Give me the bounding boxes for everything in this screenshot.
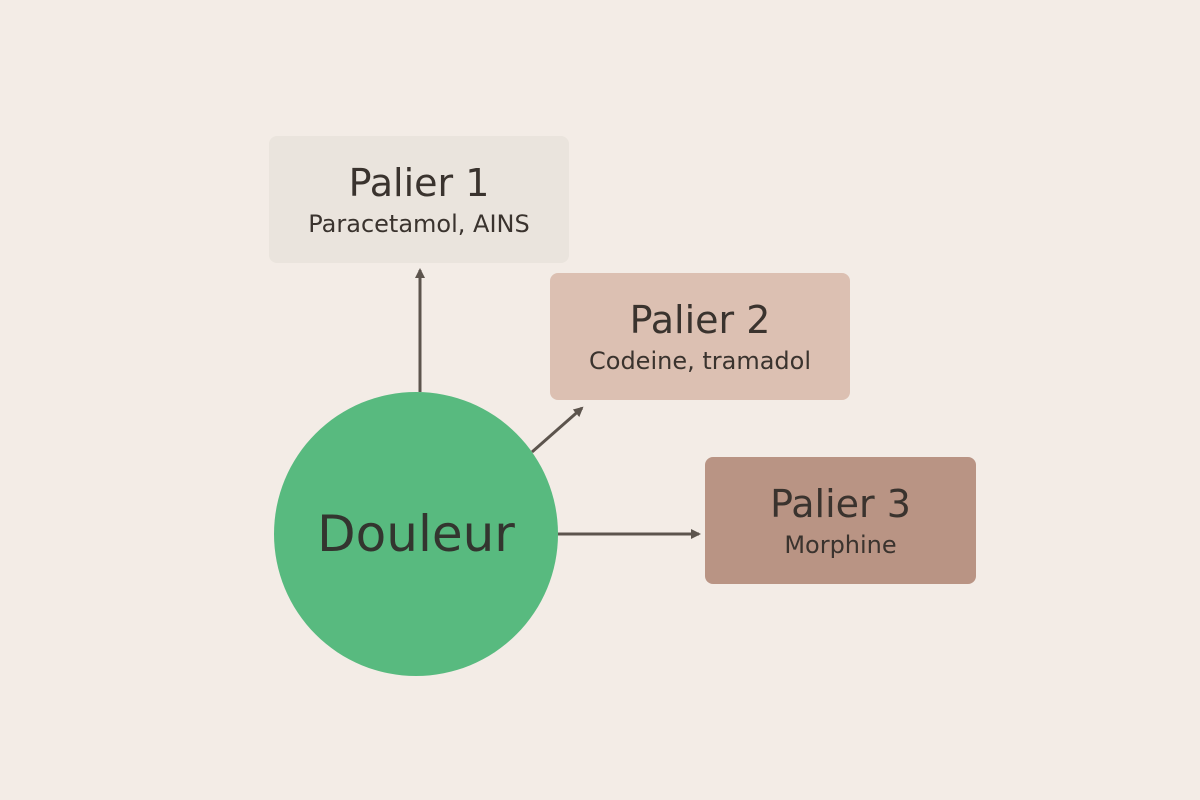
palier-2-box: Palier 2 Codeine, tramadol <box>550 273 850 400</box>
arrow-to-palier-2 <box>531 406 584 454</box>
douleur-label: Douleur <box>317 505 515 563</box>
palier-3-subtitle: Morphine <box>784 530 897 559</box>
palier-3-title: Palier 3 <box>770 481 911 526</box>
palier-1-title: Palier 1 <box>348 160 490 205</box>
douleur-circle: Douleur <box>274 392 558 676</box>
palier-1-subtitle: Paracetamol, AINS <box>308 209 530 238</box>
palier-1-box: Palier 1 Paracetamol, AINS <box>269 136 569 263</box>
palier-2-subtitle: Codeine, tramadol <box>589 346 811 375</box>
palier-2-title: Palier 2 <box>629 297 771 342</box>
palier-3-box: Palier 3 Morphine <box>705 457 976 584</box>
